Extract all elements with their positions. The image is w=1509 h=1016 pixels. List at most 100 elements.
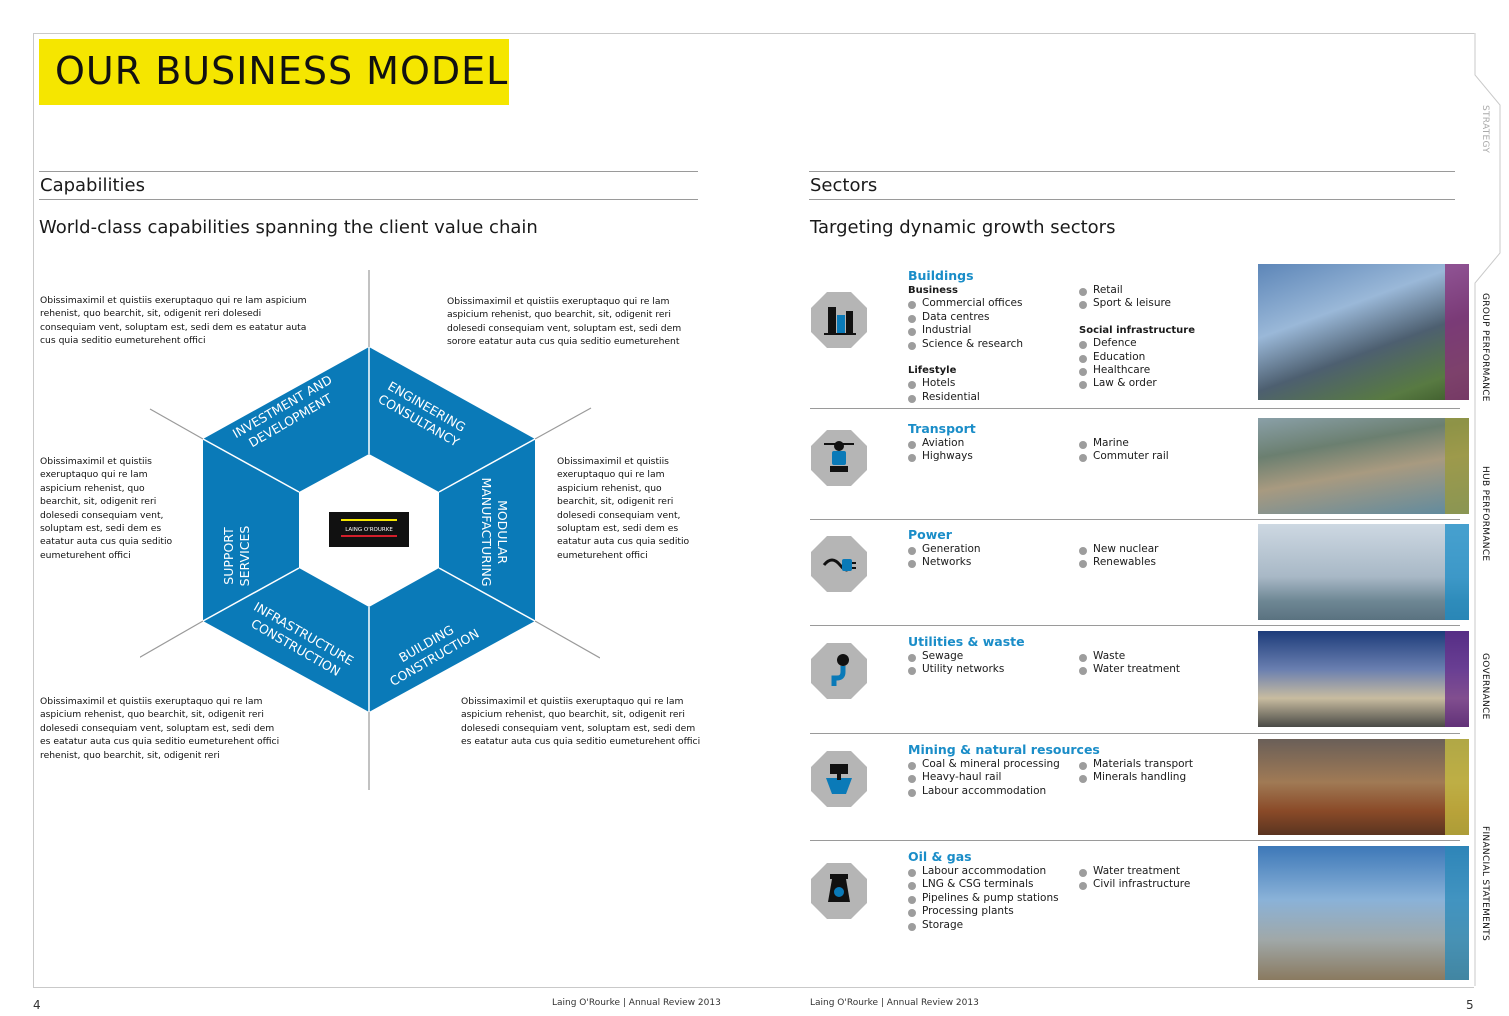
- tab-strategy[interactable]: STRATEGY: [1480, 105, 1490, 154]
- utilities-icon: [811, 643, 867, 699]
- sector-item: Heavy-haul rail: [908, 771, 1078, 784]
- sector-divider: [810, 733, 1460, 734]
- sector-photo: [1258, 418, 1469, 514]
- segment-label: SUPPORT: [221, 527, 236, 585]
- sectors-top-rule: [809, 171, 1455, 172]
- sector-photo: [1258, 846, 1469, 980]
- buildings-icon: [811, 292, 867, 348]
- sectors-heading: Sectors: [810, 175, 878, 196]
- tab-outline: [1470, 33, 1501, 986]
- sector-subheading: Lifestyle: [908, 365, 957, 377]
- segment-label: SERVICES: [237, 526, 252, 587]
- sector-item: Education: [1079, 351, 1249, 364]
- sector-item: Sewage: [908, 650, 1078, 663]
- sector-item: Sport & leisure: [1079, 297, 1249, 310]
- sector-title: Power: [908, 527, 952, 542]
- sector-item: Utility networks: [908, 663, 1078, 676]
- sector-item: Water treatment: [1079, 663, 1249, 676]
- footer-left: Laing O'Rourke | Annual Review 2013: [552, 998, 721, 1008]
- sector-item: New nuclear: [1079, 543, 1249, 556]
- sector-item: Water treatment: [1079, 865, 1249, 878]
- sector-item: Residential: [908, 391, 1078, 404]
- sector-item: Labour accommodation: [908, 865, 1078, 878]
- page-number-right: 5: [1466, 998, 1474, 1012]
- company-logo: [329, 512, 409, 547]
- sector-item: Processing plants: [908, 905, 1078, 918]
- tab-governance[interactable]: GOVERNANCE: [1480, 653, 1490, 720]
- power-plug-icon: [811, 536, 867, 592]
- sector-item: Civil infrastructure: [1079, 878, 1249, 891]
- transport-icon: [811, 430, 867, 486]
- sector-item: Generation: [908, 543, 1078, 556]
- capabilities-subtitle: World-class capabilities spanning the cl…: [39, 217, 538, 238]
- sector-item: Coal & mineral processing: [908, 758, 1078, 771]
- capability-paragraph: Obissimaximil et quistiis exeruptaquo qu…: [557, 456, 690, 561]
- sector-item: Marine: [1079, 437, 1249, 450]
- page-title-box: OUR BUSINESS MODEL: [39, 39, 509, 105]
- oil-gas-icon: [811, 863, 867, 919]
- capability-paragraph: Obissimaximil et quistiis exeruptaquo qu…: [40, 456, 173, 561]
- tab-group-performance[interactable]: GROUP PERFORMANCE: [1480, 293, 1490, 402]
- svg-text:SUPPORTSERVICES: SUPPORTSERVICES: [221, 526, 252, 587]
- capability-paragraph: Obissimaximil et quistiis exeruptaquo qu…: [40, 696, 280, 761]
- sector-title: Mining & natural resources: [908, 742, 1100, 757]
- sector-item: Networks: [908, 556, 1078, 569]
- capability-paragraph: Obissimaximil et quistiis exeruptaquo qu…: [447, 296, 682, 348]
- sector-photo: [1258, 524, 1469, 620]
- sector-title: Buildings: [908, 268, 974, 283]
- capabilities-heading: Capabilities: [40, 175, 145, 196]
- sector-title: Transport: [908, 421, 976, 436]
- sector-item: Healthcare: [1079, 364, 1249, 377]
- sector-divider: [810, 840, 1460, 841]
- sector-item: Minerals handling: [1079, 771, 1249, 784]
- sector-photo: [1258, 264, 1469, 400]
- sector-divider: [810, 519, 1460, 520]
- sectors-subtitle: Targeting dynamic growth sectors: [810, 217, 1116, 238]
- sector-item: Renewables: [1079, 556, 1249, 569]
- sector-item: Science & research: [908, 338, 1078, 351]
- tab-financial-statements[interactable]: FINANCIAL STATEMENTS: [1480, 826, 1490, 941]
- sector-item: Hotels: [908, 377, 1078, 390]
- sector-title: Utilities & waste: [908, 634, 1025, 649]
- capabilities-hexagon-diagram: INVESTMENT ANDDEVELOPMENT ENGINEERINGCON…: [140, 270, 600, 790]
- tab-hub-performance[interactable]: HUB PERFORMANCE: [1480, 466, 1490, 562]
- sector-subheading: Social infrastructure: [1079, 324, 1195, 336]
- sector-item: Aviation: [908, 437, 1078, 450]
- page-frame: [33, 33, 1474, 988]
- segment-label: MANUFACTURING: [479, 477, 494, 586]
- footer-right: Laing O'Rourke | Annual Review 2013: [810, 998, 979, 1008]
- capability-paragraph: Obissimaximil et quistiis exeruptaquo qu…: [461, 696, 701, 748]
- sector-item: Storage: [908, 919, 1078, 932]
- sector-item: Law & order: [1079, 377, 1249, 390]
- sector-item: Pipelines & pump stations: [908, 892, 1078, 905]
- svg-text:MODULARMANUFACTURING: MODULARMANUFACTURING: [479, 477, 510, 586]
- page-title: OUR BUSINESS MODEL: [55, 49, 509, 93]
- sector-subheading: Business: [908, 285, 958, 296]
- hexagon-ring: [203, 347, 535, 712]
- sector-item: Materials transport: [1079, 758, 1249, 771]
- mining-icon: [811, 751, 867, 807]
- logo-text: LAING O'ROURKE: [345, 527, 393, 533]
- sector-item: Waste: [1079, 650, 1249, 663]
- sectors-bottom-rule: [809, 199, 1455, 200]
- sector-divider: [810, 408, 1460, 409]
- sector-item: Retail: [1079, 284, 1249, 297]
- sector-item: Labour accommodation: [908, 785, 1078, 798]
